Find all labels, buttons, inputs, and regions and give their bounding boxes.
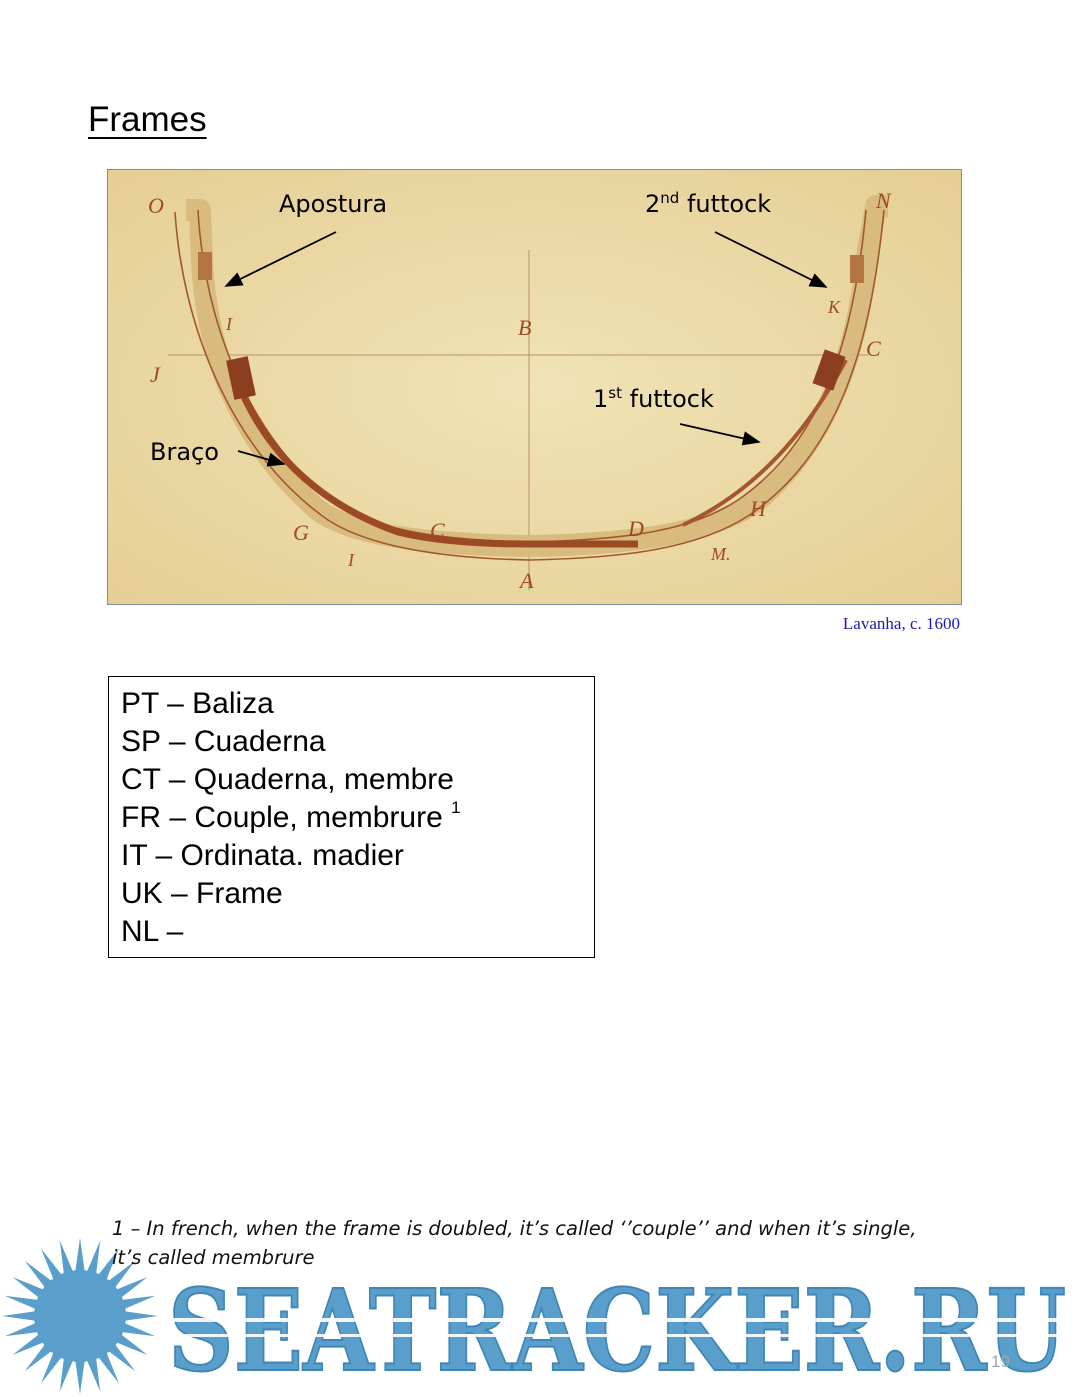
term-sp: SP – Cuaderna [121, 725, 326, 758]
label-apostura: Apostura [279, 190, 387, 218]
arrow-first-futtock [679, 423, 761, 446]
svg-text:J: J [150, 362, 161, 387]
sun-ray [115, 1333, 148, 1355]
label-first-futtock: 1st futtock [593, 384, 714, 413]
terms-box: PT – Baliza SP – Cuaderna CT – Quaderna,… [108, 676, 595, 958]
arrow-braco [237, 450, 286, 467]
svg-text:B: B [518, 315, 531, 340]
sun-ray [24, 1260, 53, 1289]
sun-ray [24, 1343, 53, 1372]
svg-text:C: C [430, 518, 445, 543]
watermark: SEATRACKER.RU [2, 1238, 1067, 1397]
label-braco: Braço [150, 438, 219, 466]
drawing-letters: O N B J C K I G C D H I M. A [148, 188, 892, 593]
svg-text:I: I [347, 550, 355, 570]
sun-ray [97, 1351, 119, 1384]
frame-drawing-figure: O N B J C K I G C D H I M. A Apostura 2n… [107, 169, 962, 605]
figure-caption: Lavanha, c. 1600 [842, 614, 960, 633]
page-title: Frames [88, 100, 207, 139]
scarf-block-left [226, 356, 256, 400]
watermark-stripe [168, 1334, 1066, 1337]
sun-ray [120, 1322, 156, 1337]
svg-text:I: I [225, 314, 233, 334]
sun-ray [75, 1238, 85, 1273]
scarf-block-right [812, 349, 846, 391]
sun-ray [75, 1359, 85, 1394]
footnote-line-2: it’s called membrure [112, 1246, 315, 1269]
sun-ray [41, 1248, 63, 1281]
svg-text:N: N [875, 188, 892, 213]
svg-text:G: G [293, 520, 309, 545]
sun-ray [41, 1351, 63, 1384]
sun-ray [97, 1248, 119, 1281]
hull-frame-drawing: O N B J C K I G C D H I M. A Apostura 2n… [108, 170, 961, 604]
svg-text:A: A [518, 568, 534, 593]
svg-text:M.: M. [710, 544, 731, 564]
hull-outer-line [174, 209, 885, 561]
sun-ray [123, 1311, 158, 1321]
footnote-ref: 1 [451, 798, 461, 817]
watermark-text: SEATRACKER.RU [168, 1266, 1066, 1397]
sun-ray [120, 1295, 156, 1310]
arrow-apostura [224, 231, 337, 287]
arrow-second-futtock [714, 231, 828, 288]
svg-text:C: C [866, 336, 881, 361]
sun-ray [107, 1260, 136, 1289]
term-nl: NL – [121, 915, 184, 948]
futtock-band [229, 368, 638, 548]
label-second-futtock: 2nd futtock [645, 189, 771, 218]
scarf-block-top-left [198, 252, 212, 280]
page-number: 19 [991, 1352, 1010, 1371]
svg-text:H: H [749, 496, 767, 521]
term-ct: CT – Quaderna, membre [121, 763, 454, 796]
sun-ray [115, 1277, 148, 1299]
sun-ray [107, 1343, 136, 1372]
svg-text:D: D [627, 516, 644, 541]
sun-ray [86, 1356, 101, 1392]
svg-text:K: K [827, 297, 841, 317]
sun-ray [2, 1311, 37, 1321]
sun-ray [4, 1295, 40, 1310]
sun-ray [4, 1322, 40, 1337]
term-fr: FR – Couple, membrure 1 [121, 798, 461, 834]
sun-logo-icon [2, 1238, 158, 1394]
term-pt: PT – Baliza [121, 687, 274, 720]
sun-ray [59, 1356, 74, 1392]
footnote: 1 – In french, when the frame is doubled… [112, 1214, 952, 1272]
sun-ray [12, 1277, 45, 1299]
footnote-line-1: 1 – In french, when the frame is doubled… [112, 1217, 917, 1240]
scarf-block-top-right [850, 255, 864, 283]
term-it: IT – Ordinata. madier [121, 839, 404, 872]
sun-ray [86, 1240, 101, 1276]
sun-ray [59, 1240, 74, 1276]
svg-text:O: O [148, 193, 164, 218]
watermark-stripe [168, 1318, 1066, 1322]
sun-ray [12, 1333, 45, 1355]
term-uk: UK – Frame [121, 877, 283, 910]
